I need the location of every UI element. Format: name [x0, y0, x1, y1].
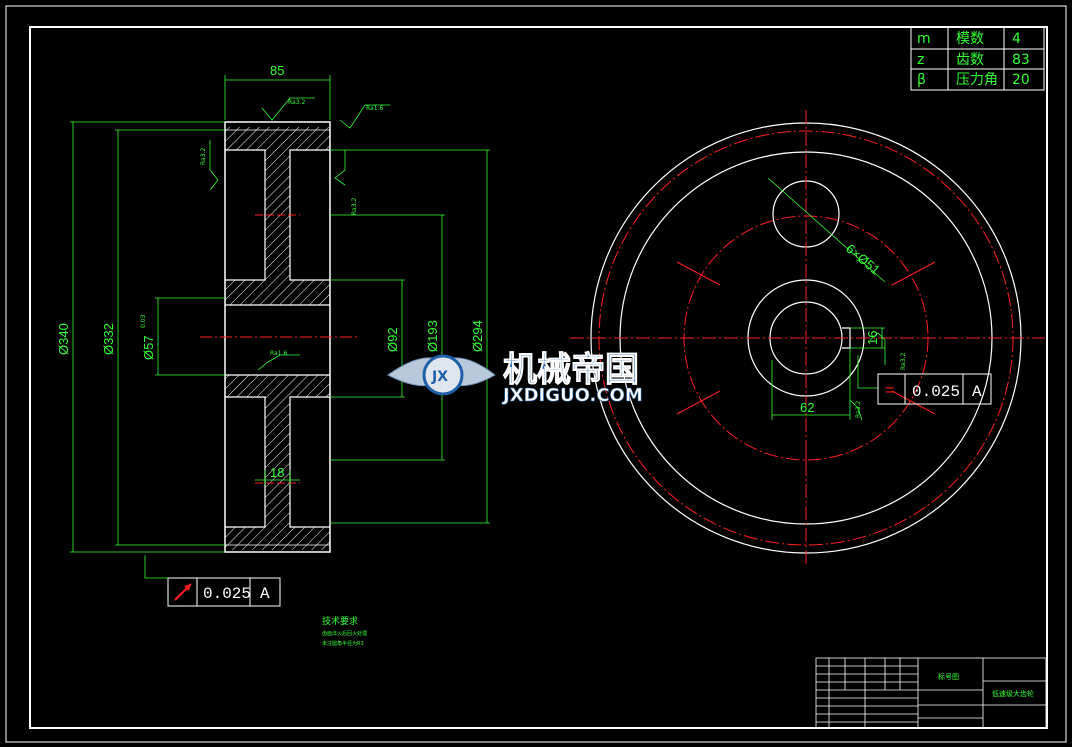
watermark-gear-icon [422, 354, 464, 396]
roughness-ra32-top: Ra3.2 [288, 99, 305, 106]
gear-parameter-table: m 模数 4 z 齿数 83 β 压力角 20 [910, 26, 1045, 91]
tech-notes-line2: 未注圆角半径为R3 [322, 640, 364, 647]
keyway [842, 327, 851, 349]
tech-notes-line1: 齿面淬火后回火处理 [322, 630, 367, 637]
roughness-ra32-keyway: Ra3.2 [900, 353, 907, 370]
dim-keyway-width: 16 [865, 331, 880, 345]
front-view: 6×Ø51 62 16 Ra3.2 Ra3.2 = 0.025 A [570, 110, 1045, 565]
param-value-beta: 20 [1012, 72, 1030, 88]
outer-border [5, 5, 1067, 743]
param-symbol-m: m [917, 31, 931, 47]
tolerance-right-datum: A [972, 383, 982, 401]
roughness-symbols [209, 97, 390, 371]
param-value-m: 4 [1012, 31, 1021, 47]
title-block [815, 657, 1047, 729]
title-block-designer: 标号图 [938, 672, 959, 681]
dim-keyway-depth: 62 [800, 400, 814, 415]
dim-hub-diameter: Ø57 [141, 335, 156, 360]
watermark-logo: JX [431, 369, 448, 385]
roughness-ra16-hub: Ra1.6 [270, 350, 287, 357]
web-outline-bottom [225, 396, 330, 528]
roughness-ra32-left: Ra3.2 [200, 148, 207, 165]
dimension-lines [70, 75, 490, 579]
param-symbol-z: z [917, 52, 924, 68]
technical-requirements: 技术要求 齿面淬火后回火处理 未注圆角半径为R3 [322, 615, 367, 647]
inner-border [29, 26, 1048, 729]
dim-bolt-circle: Ø193 [425, 320, 440, 352]
tech-notes-title: 技术要求 [322, 615, 358, 627]
param-name-z: 齿数 [956, 52, 984, 68]
symmetry-symbol-icon: = [885, 382, 895, 400]
dim-web-thickness: 18 [270, 465, 284, 480]
watermark: JX 机械帝国 JXDIGUO.COM [387, 350, 643, 406]
dim-rim-inner: Ø294 [470, 320, 485, 352]
roughness-ra16-top: Ra1.6 [366, 105, 383, 112]
dim-bore: Ø92 [385, 327, 400, 352]
tolerance-left-datum: A [260, 585, 270, 603]
dim-holes: 6×Ø51 [843, 241, 883, 278]
param-value-z: 83 [1012, 52, 1030, 68]
watermark-en: JXDIGUO.COM [501, 385, 643, 406]
title-block-drawing-name: 低速级大齿轮 [992, 689, 1034, 698]
param-name-m: 模数 [956, 31, 984, 47]
front-dimension-lines [767, 177, 886, 421]
param-name-beta: 压力角 [956, 72, 998, 88]
tolerance-frame-right: = 0.025 A [877, 373, 992, 405]
dim-face-width: 85 [270, 63, 284, 78]
dim-hub-tol: 0.03 [140, 314, 147, 328]
dim-od: Ø340 [56, 323, 71, 355]
param-symbol-beta: β [917, 72, 926, 88]
section-view: 85 Ø340 Ø332 Ø57 0.03 Ø92 Ø193 Ø294 18 R… [56, 63, 490, 607]
roughness-ra32-bore: Ra3.2 [855, 401, 862, 418]
tolerance-frame-left: 0.025 A [167, 577, 281, 607]
section-hatch-lower [225, 375, 330, 550]
watermark-cn: 机械帝国 [503, 350, 639, 390]
tolerance-left-value: 0.025 [203, 585, 251, 603]
section-hatch [225, 127, 330, 305]
tolerance-right-value: 0.025 [912, 383, 960, 401]
roughness-ra32-web: Ra3.2 [351, 198, 358, 215]
dim-tip-diameter: Ø332 [101, 323, 116, 355]
hole-position-ticks [676, 261, 936, 470]
